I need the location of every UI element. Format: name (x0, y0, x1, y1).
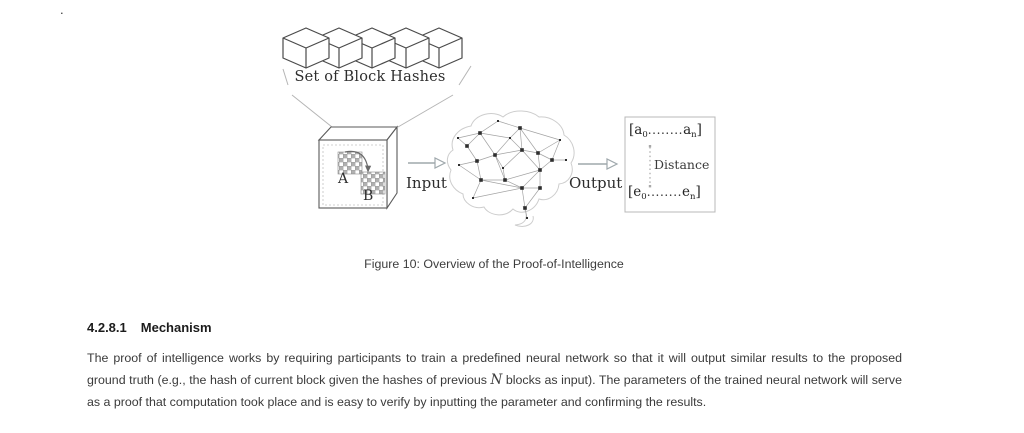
proof-of-intelligence-diagram (282, 27, 716, 227)
result-box (624, 116, 716, 213)
grid-a-label: A (338, 171, 349, 187)
figure-caption: Figure 10: Overview of the Proof-of-Inte… (364, 257, 624, 271)
ground-truth-vector-e: [e0........en] (628, 184, 701, 202)
hash-grid-b-icon (360, 171, 386, 195)
section-title: Mechanism (140, 320, 212, 335)
set-of-block-hashes-label: Set of Block Hashes (294, 69, 446, 85)
distance-label: Distance (654, 157, 710, 172)
stray-period-mark: . (60, 2, 64, 17)
grid-b-label: B (363, 188, 374, 204)
hash-grid-a-icon (337, 151, 363, 175)
output-label: Output (569, 174, 623, 192)
block-hashes-icon (282, 27, 463, 69)
output-vector-a: [a0........an] (629, 122, 702, 140)
input-arrow-icon (408, 157, 447, 169)
funnel-lines (282, 65, 472, 128)
brain-network-icon (446, 110, 575, 227)
output-arrow-icon (578, 158, 619, 170)
section-number: 4.2.8.1 (87, 320, 127, 335)
input-label: Input (406, 174, 447, 192)
mechanism-paragraph: The proof of intelligence works by requi… (87, 347, 902, 414)
paragraph-text-pre: The proof of intelligence works by requi… (87, 351, 902, 388)
section-heading: 4.2.8.1 Mechanism (87, 320, 212, 335)
math-variable-n: N (490, 372, 503, 389)
a-to-b-curved-arrow-icon (344, 150, 372, 173)
paragraph-text-post: blocks as input). The parameters of the … (87, 373, 902, 410)
hash-cube-icon (317, 125, 399, 210)
